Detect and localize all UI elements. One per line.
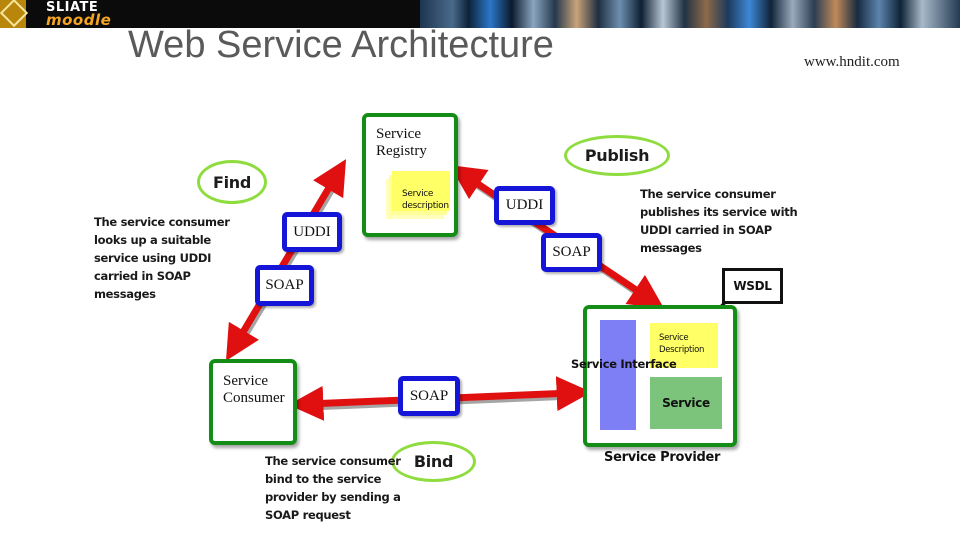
service-interface-bar [600, 320, 636, 430]
service-consumer-label: Service Consumer [223, 373, 285, 406]
find-oval: Find [197, 160, 267, 204]
find-arrow [225, 159, 347, 361]
institution-logo [0, 0, 29, 28]
service-panel: Service [650, 377, 722, 429]
site-url: www.hndit.com [804, 54, 900, 70]
brand-logo: SLIATE moodle [46, 0, 112, 28]
service-description-note: Service description [392, 171, 450, 211]
publish-oval: Publish [564, 135, 670, 176]
publish-description: The service consumer publishes its servi… [640, 187, 798, 255]
find-uddi-box: UDDI [282, 212, 342, 252]
service-provider-label: Service Provider [604, 450, 721, 465]
service-registry-box: Service Registry Service description [362, 113, 458, 237]
bind-description: The service consumer bind to the service… [265, 454, 401, 522]
service-consumer-box: Service Consumer [209, 359, 297, 445]
publish-soap-box: SOAP [541, 233, 602, 272]
find-soap-box: SOAP [255, 265, 314, 306]
wsdl-box: WSDL [722, 268, 783, 304]
banner-photo-strip [420, 0, 960, 28]
find-description: The service consumer looks up a suitable… [94, 215, 230, 301]
top-banner: SLIATE moodle [0, 0, 960, 28]
service-description-panel: Service Description [650, 323, 718, 368]
service-interface-label: Service Interface [571, 357, 677, 371]
service-provider-box: Service Description Service [583, 305, 737, 447]
publish-uddi-box: UDDI [494, 186, 555, 225]
page-title: Web Service Architecture [128, 24, 554, 66]
bind-oval: Bind [391, 441, 476, 482]
bind-soap-box: SOAP [398, 376, 460, 416]
service-registry-label: Service Registry [376, 126, 427, 159]
